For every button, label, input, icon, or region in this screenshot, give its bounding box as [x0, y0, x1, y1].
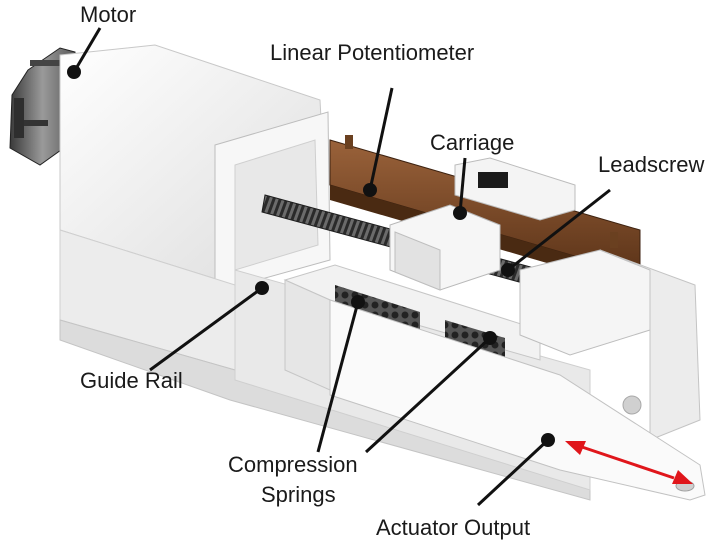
dot-potentiometer: [363, 183, 377, 197]
leader-lines: [67, 27, 611, 507]
motion-arrow: [565, 441, 693, 484]
label-compression-springs-line2: Springs: [261, 482, 336, 507]
dot-motor: [67, 65, 81, 79]
carriage: [389, 157, 576, 291]
leader-output: [476, 438, 550, 507]
leader-springs-2: [364, 336, 492, 454]
label-leadscrew: Leadscrew: [598, 152, 705, 177]
label-carriage: Carriage: [430, 130, 514, 155]
leader-guide-rail: [149, 286, 263, 372]
leader-springs-1: [316, 301, 360, 453]
dot-springs-2: [483, 331, 497, 345]
motor: [9, 47, 76, 166]
leader-potentiometer: [368, 87, 394, 191]
leader-carriage: [458, 157, 467, 214]
label-guide-rail: Guide Rail: [80, 368, 183, 393]
motor-housing: [59, 44, 331, 371]
dot-output: [541, 433, 555, 447]
label-compression-springs-line1: Compression: [228, 452, 358, 477]
label-motor: Motor: [80, 2, 136, 27]
label-actuator-output: Actuator Output: [376, 515, 530, 540]
leader-leadscrew: [507, 188, 611, 272]
dot-carriage: [453, 206, 467, 220]
label-linear-potentiometer: Linear Potentiometer: [270, 40, 474, 65]
dot-guide-rail: [255, 281, 269, 295]
dot-leadscrew: [501, 263, 515, 277]
dot-springs-1: [351, 295, 365, 309]
leader-motor: [72, 27, 102, 73]
front-end-cap: [519, 249, 701, 441]
